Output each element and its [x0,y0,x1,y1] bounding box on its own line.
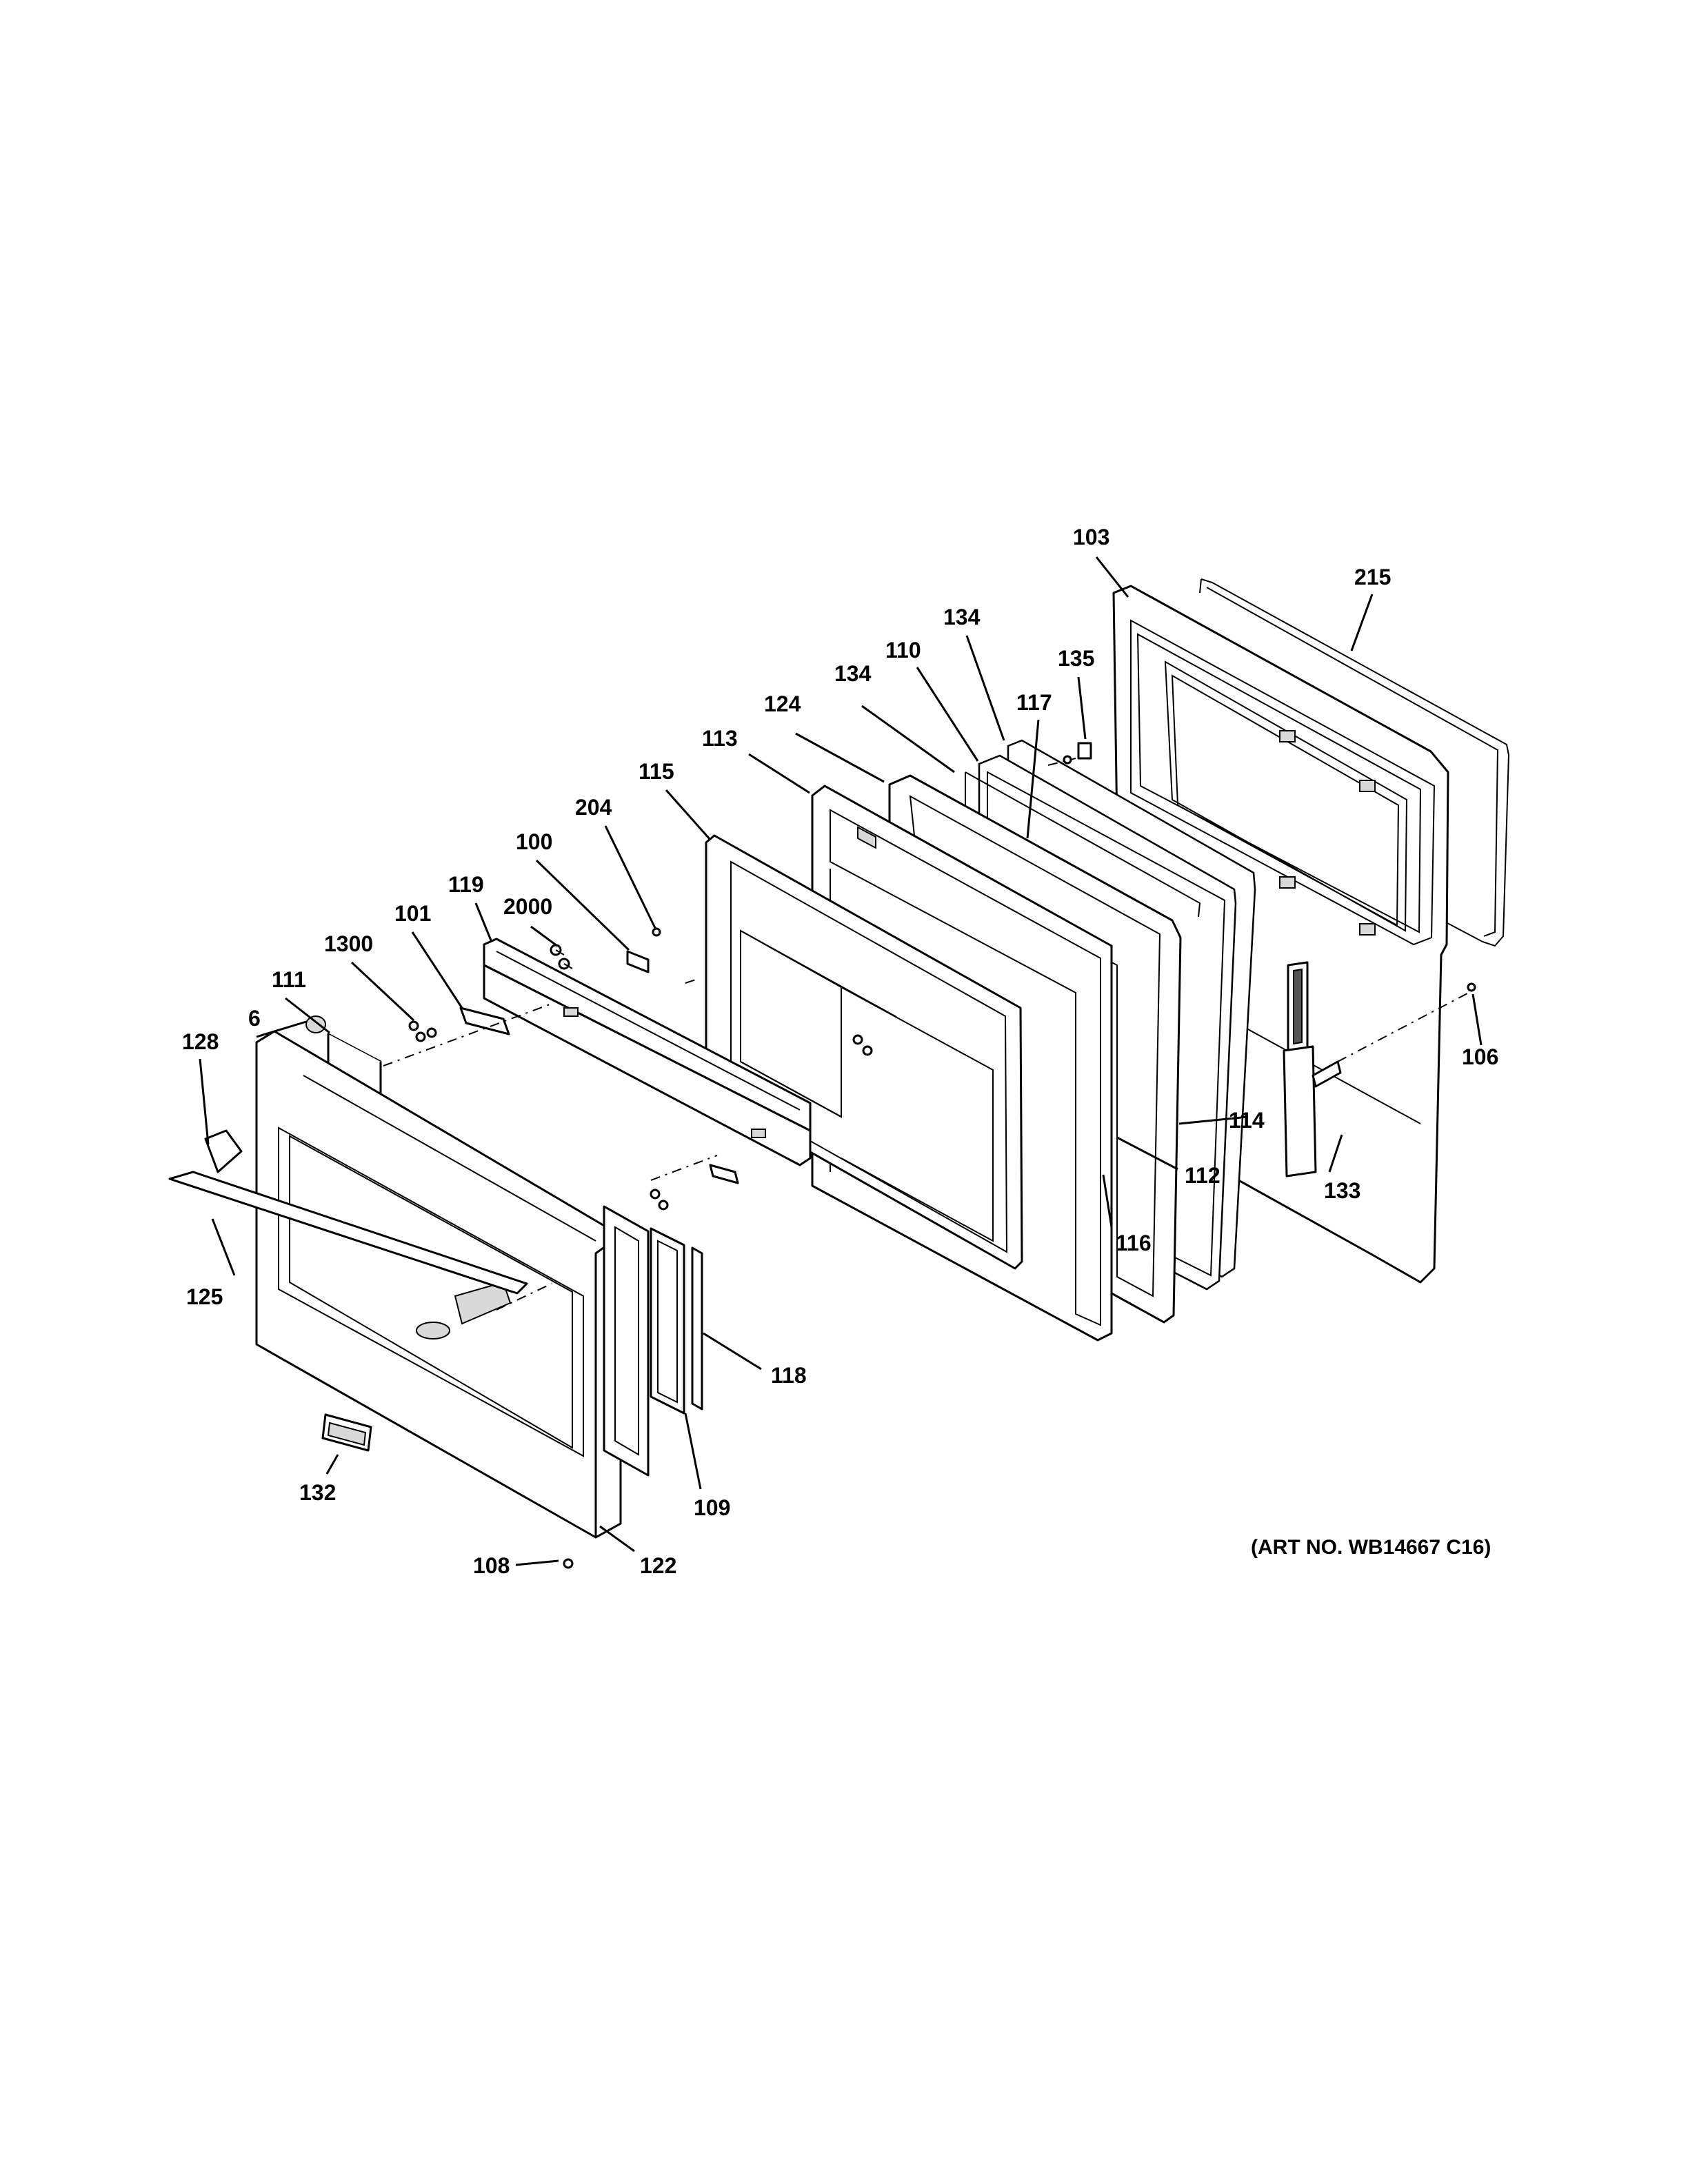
part-118-side-trim [691,1246,703,1410]
leader-lines [199,556,1483,1566]
callout-1300: 1300 [324,931,373,956]
callout-117: 117 [1016,690,1052,715]
callout-125: 125 [186,1284,223,1309]
callout-124: 124 [764,691,801,716]
part-133-door-hinge [1283,961,1342,1177]
callout-106: 106 [1462,1044,1498,1069]
callout-133: 133 [1324,1178,1360,1203]
part-135-clip [1063,742,1092,765]
part-106-screw [1467,982,1476,992]
part-100-bracket [626,950,650,973]
part-2000-screws [550,944,573,970]
callout-215: 215 [1354,565,1391,589]
part-1300-screws [408,1020,437,1042]
callout-109: 109 [694,1495,730,1520]
callout-134-rear: 134 [943,605,981,629]
callout-134-front: 134 [834,661,872,686]
part-hinge-side-plate [603,1205,650,1477]
part-215-door-gasket [1199,578,1510,947]
callout-6: 6 [248,1006,261,1031]
callout-116: 116 [1116,1231,1152,1255]
callout-118: 118 [771,1363,807,1388]
part-132-nameplate-badge [321,1413,372,1452]
callout-112: 112 [1185,1163,1220,1188]
part-109-side-glass [650,1227,685,1415]
callout-204: 204 [575,795,612,820]
callout-111: 111 [272,967,306,992]
callout-113: 113 [702,726,738,751]
callout-122: 122 [640,1553,676,1578]
callout-132: 132 [299,1480,336,1505]
art-number: (ART NO. WB14667 C16) [1251,1536,1491,1559]
callout-2000: 2000 [503,894,552,919]
part-128-handle-mount [204,1129,243,1173]
part-122-outer-door [255,1030,622,1539]
callout-135: 135 [1058,646,1094,671]
callout-114: 114 [1229,1108,1265,1133]
part-125-door-handle [168,1171,528,1295]
callout-110: 110 [885,638,921,663]
callout-108: 108 [473,1553,510,1578]
assembly-centerlines [383,758,1469,1311]
callout-labels: 103 215 134 135 110 134 117 124 113 115 … [182,525,1498,1578]
part-101-hinge-bracket [459,1007,510,1035]
part-6-plug [305,1015,326,1033]
callout-100: 100 [516,829,552,854]
callout-128: 128 [182,1029,219,1054]
callout-115: 115 [639,759,674,784]
part-119-vent-channel [483,938,812,1166]
callout-119: 119 [448,872,484,897]
callout-103: 103 [1073,525,1109,549]
part-108-screw [563,1558,574,1569]
callout-101: 101 [394,901,431,926]
part-right-hinge-hardware [650,1034,873,1211]
part-204-screw [652,927,661,937]
